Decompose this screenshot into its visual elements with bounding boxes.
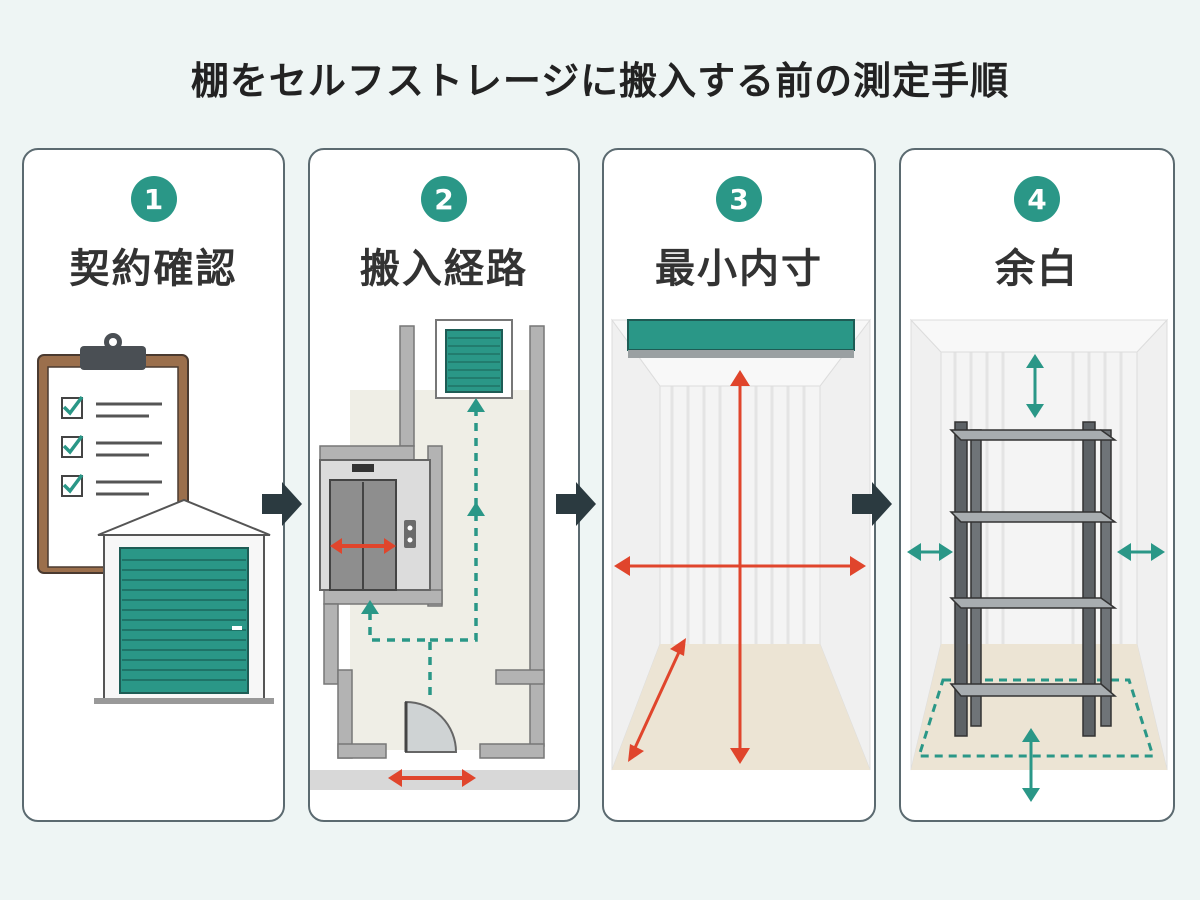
step-number-badge: 3 (716, 176, 762, 222)
step-number-badge: 4 (1014, 176, 1060, 222)
step-card-route: 2 搬入経路 (308, 148, 580, 822)
checklist-icon (61, 395, 162, 497)
next-arrow-icon (262, 476, 302, 532)
step-label: 最小内寸 (655, 246, 823, 292)
step-label: 余白 (995, 246, 1079, 292)
metal-shelf-icon (949, 421, 1118, 737)
step-card-min-inner-size: 3 最小内寸 (602, 148, 876, 822)
next-arrow-icon (852, 476, 892, 532)
page-title: 棚をセルフストレージに搬入する前の測定手順 (190, 59, 1010, 103)
step-label: 搬入経路 (360, 246, 528, 292)
step-card-clearance: 4 余白 (899, 148, 1175, 822)
step-number-badge: 2 (421, 176, 467, 222)
clearance-illustration (907, 318, 1169, 802)
step-number-badge: 1 (130, 176, 177, 222)
elevator-icon (319, 459, 431, 591)
next-arrow-icon (556, 476, 596, 532)
contract-storage-illustration (37, 333, 274, 704)
step-label: 契約確認 (69, 246, 238, 292)
inner-size-illustration (611, 318, 872, 771)
step-card-contract: 1 契約確認 (22, 148, 285, 822)
carry-in-route-illustration (310, 319, 578, 790)
storage-unit-icon (94, 498, 274, 704)
